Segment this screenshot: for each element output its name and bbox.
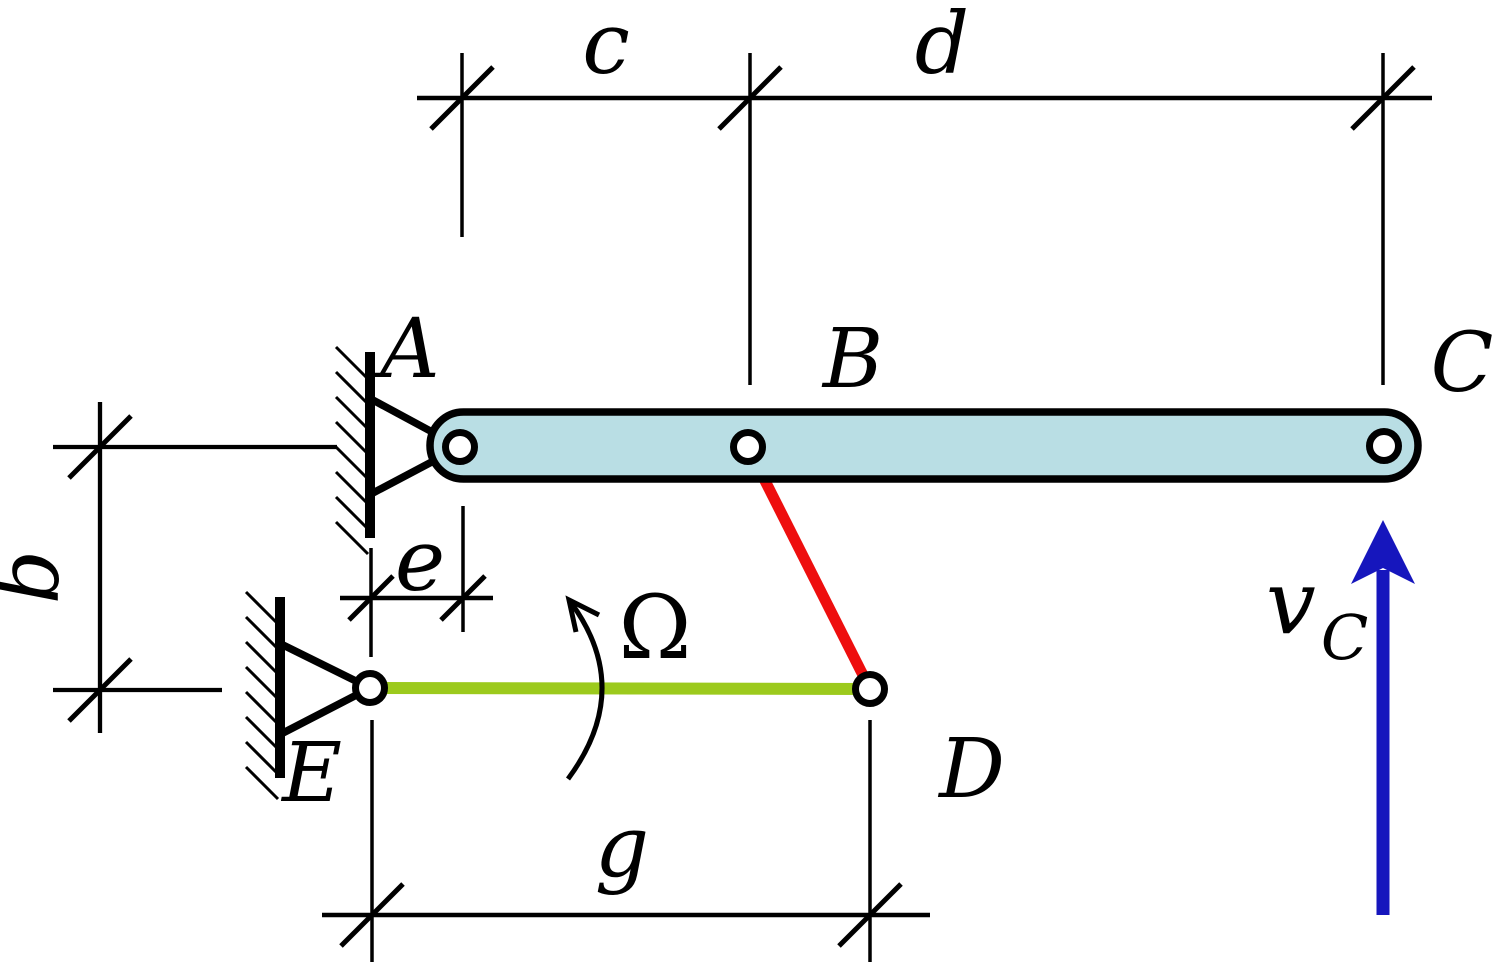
velocity-arrowhead [1351,520,1415,584]
tick-b-bottom [67,657,133,723]
omega-label: Ω [619,576,692,679]
dim-label-b: b [0,550,79,604]
dimension-b [53,402,337,733]
joint-label-a: A [373,302,439,397]
rotation-arrowhead [565,595,601,633]
omega-rotation-arrow [565,595,605,781]
pin-joints [352,428,1402,707]
pin-d [852,671,888,707]
ground-hatch-e [244,590,280,801]
pin-e [352,670,388,706]
tick-a [429,65,495,131]
pin-c [1366,428,1402,464]
velocity-label: v C [1266,551,1368,674]
tick-g-left [339,882,405,948]
tick-c [1350,65,1416,131]
link-bd [742,441,876,695]
dimension-chain-cd [417,53,1432,385]
dimension-g [322,720,930,962]
tick-e-right [439,574,487,622]
link-ed [369,682,871,695]
velocity-subscript: C [1321,601,1368,674]
dim-label-e: e [395,512,445,611]
beam-abc [426,408,1422,483]
joint-label-d: D [937,722,1005,817]
dimension-e [340,506,493,657]
ground-hatch-a [334,345,370,556]
velocity-symbol: v [1266,551,1316,654]
joint-label-e: E [280,726,342,821]
pin-a [442,429,478,465]
joint-label-c: C [1431,316,1494,411]
pin-b [730,429,766,465]
dim-label-c: c [582,0,630,94]
tick-b [717,65,783,131]
tick-e-left [347,574,395,622]
dim-label-d: d [915,0,969,94]
tick-g-right [837,882,903,948]
dim-label-g: g [595,798,649,897]
rotation-arc [565,602,605,781]
joint-label-b: B [821,312,883,407]
tick-b-top [67,414,133,480]
velocity-arrow [1351,520,1415,915]
